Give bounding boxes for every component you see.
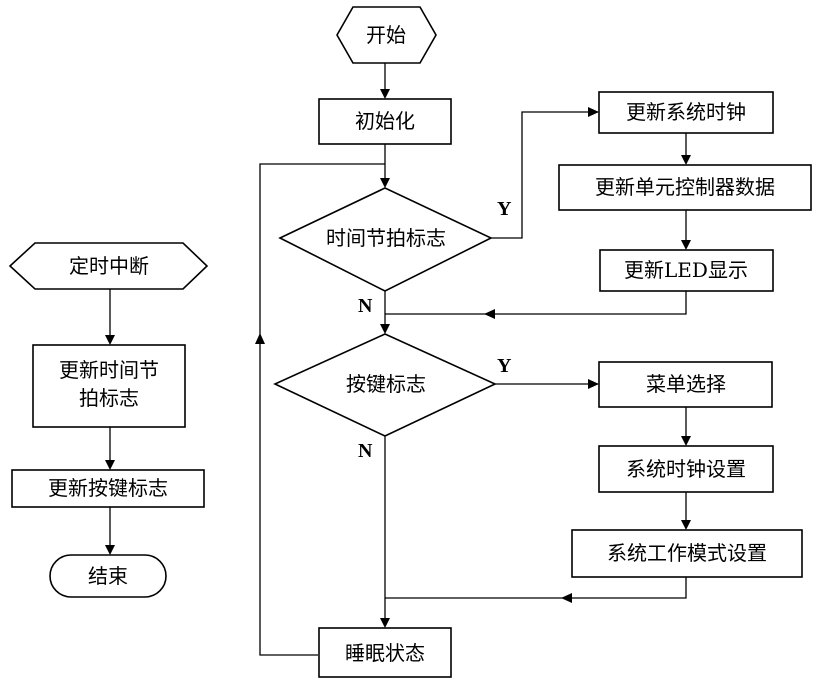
node-update-tick: 更新时间节 拍标志 xyxy=(32,344,186,428)
node-update-unit: 更新单元控制器数据 xyxy=(558,164,812,211)
node-clock-set: 系统时钟设置 xyxy=(598,445,774,493)
edge-led-merge xyxy=(385,291,687,315)
edge-loop-back xyxy=(259,163,385,656)
node-update-tick-label-line1: 更新时间节 xyxy=(59,358,159,382)
node-end: 结束 xyxy=(49,554,167,598)
node-update-tick-label-line2: 拍标志 xyxy=(79,386,139,410)
node-mode-set: 系统工作模式设置 xyxy=(571,529,803,578)
node-menu-select-label: 菜单选择 xyxy=(646,372,726,396)
arrow-right-icon xyxy=(588,107,599,117)
edge-label-key-no: N xyxy=(358,440,373,462)
node-start: 开始 xyxy=(336,6,437,64)
edge-mode-merge xyxy=(385,577,687,599)
arrow-left-icon xyxy=(561,593,572,603)
node-end-label: 结束 xyxy=(88,564,128,588)
node-update-key: 更新按键标志 xyxy=(11,469,205,508)
edge-label-tick-no: N xyxy=(358,295,373,317)
arrow-up-icon xyxy=(255,333,265,344)
arrow-down-icon xyxy=(380,89,390,99)
node-update-key-label: 更新按键标志 xyxy=(48,476,168,500)
node-update-unit-label: 更新单元控制器数据 xyxy=(595,175,775,199)
arrow-down-icon xyxy=(681,520,691,530)
arrow-down-icon xyxy=(380,324,390,334)
edge-label-tick-yes: Y xyxy=(497,198,512,220)
node-timer-interrupt: 定时中断 xyxy=(8,242,209,290)
arrow-down-icon xyxy=(681,240,691,250)
connectors xyxy=(109,63,687,656)
node-clock-set-label: 系统时钟设置 xyxy=(626,457,746,481)
node-sleep-label: 睡眠状态 xyxy=(345,641,425,665)
node-key-check: 按键标志 xyxy=(273,333,497,437)
edge-tick-yes xyxy=(491,111,598,239)
node-init-label: 初始化 xyxy=(355,109,415,133)
node-update-clock: 更新系统时钟 xyxy=(598,91,774,134)
node-update-clock-label: 更新系统时钟 xyxy=(626,100,746,124)
node-init: 初始化 xyxy=(318,98,452,145)
arrow-down-icon xyxy=(681,436,691,446)
arrowheads xyxy=(105,89,691,628)
node-key-check-label: 按键标志 xyxy=(346,372,426,396)
arrow-down-icon xyxy=(105,460,115,470)
node-sleep: 睡眠状态 xyxy=(318,627,452,678)
node-timer-interrupt-label: 定时中断 xyxy=(69,254,149,278)
node-update-led: 更新LED显示 xyxy=(599,249,774,292)
arrow-down-icon xyxy=(105,545,115,555)
node-tick-check: 时间节拍标志 xyxy=(278,187,493,292)
node-mode-set-label: 系统工作模式设置 xyxy=(607,541,767,565)
node-start-label: 开始 xyxy=(366,23,406,47)
node-update-led-label: 更新LED显示 xyxy=(624,258,748,282)
arrow-right-icon xyxy=(588,379,599,389)
edge-label-key-yes: Y xyxy=(497,355,512,377)
node-menu-select: 菜单选择 xyxy=(598,361,773,408)
node-tick-check-label: 时间节拍标志 xyxy=(326,226,446,250)
arrow-down-icon xyxy=(105,335,115,345)
arrow-down-icon xyxy=(380,618,390,628)
arrow-down-icon xyxy=(380,178,390,188)
arrow-left-icon xyxy=(484,309,495,319)
arrow-down-icon xyxy=(681,155,691,165)
